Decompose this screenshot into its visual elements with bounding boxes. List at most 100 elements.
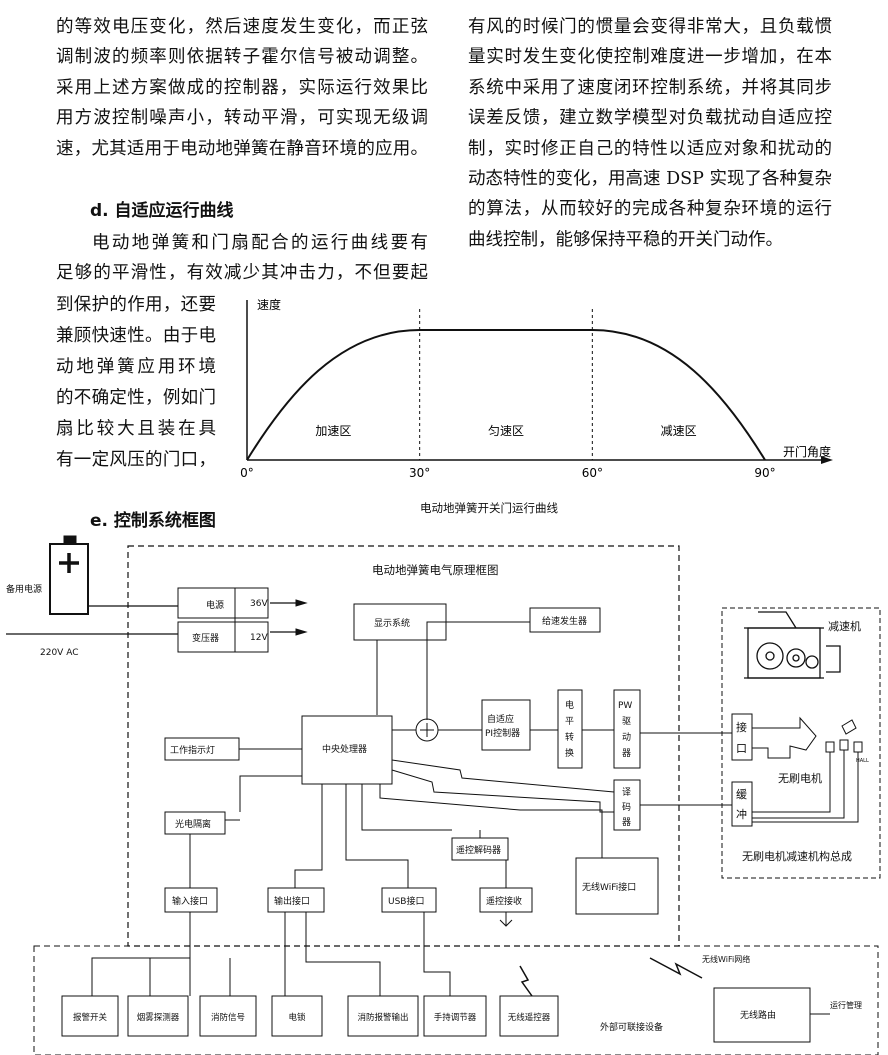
- left-p1-line: 的等效电压变化，然后速度发生变化，而正弦: [56, 17, 428, 37]
- usb-interface-label: USB接口: [388, 895, 424, 907]
- right-p-line: 有风的时候门的惯量会变得非常大，且负载惯: [468, 17, 832, 37]
- left-narrow-line: 兼顾快速性。由于电: [56, 326, 216, 346]
- pwm-driver-label: PW 驱 动 器: [618, 701, 635, 759]
- heading-adaptive-curve: d. 自适应运行曲线: [90, 201, 234, 221]
- reducer-label: 减速机: [828, 619, 861, 633]
- heading-control-diagram: e. 控制系统框图: [90, 511, 216, 531]
- interface-label: 接 口: [736, 721, 751, 755]
- control-block-diagram: 电动地弹簧电气原理框图 备用电源 220V AC 电源 变压器 36V 12V …: [6, 535, 881, 1055]
- left-p1-line: 用方波控制噪声小，转动平滑，可实现无级调: [56, 108, 428, 129]
- left-narrow-line: 扇比较大且装在具: [56, 419, 216, 439]
- optocoupler-block: [164, 811, 226, 835]
- optocoupler-label: 光电隔离: [175, 818, 211, 830]
- left-narrow-line: 动地弹簧应用环境: [56, 357, 216, 377]
- bldc-label: 无刷电机: [778, 771, 822, 785]
- motor-icon: [752, 716, 817, 759]
- display-label: 显示系统: [374, 617, 410, 629]
- pwm-driver-block: [613, 689, 641, 769]
- adaptive-pi-block: [481, 699, 531, 751]
- transformer-label: 变压器: [192, 632, 219, 644]
- motor-assembly-frame: [721, 607, 881, 879]
- rc-decoder-label: 遥控解码器: [456, 844, 501, 856]
- output-interface-label: 输出接口: [274, 895, 310, 907]
- left-narrow-line: 到保护的作用，还要: [56, 295, 216, 315]
- external-device-box: [271, 995, 323, 1037]
- left-p2-line: 电动地弹簧和门扇配合的运行曲线要有: [92, 233, 428, 253]
- external-devices-frame: [33, 945, 879, 1055]
- external-device-box: [423, 995, 487, 1037]
- v12-label: 12V: [250, 633, 268, 643]
- adaptive-pi-label: 自适应 PI控制器: [485, 713, 520, 739]
- right-p-line: 量实时发生变化使控制难度进一步增加，在本: [468, 47, 832, 68]
- external-device-label: 报警开关: [73, 1012, 108, 1023]
- gear-reducer-icon: [744, 611, 841, 679]
- speed-gen-label: 给速发生器: [542, 615, 587, 627]
- chart-x-arrow: [821, 456, 833, 464]
- external-device-box: [61, 995, 119, 1037]
- left-p2-line: 足够的平滑性，有效减少其冲击力，不但要起: [56, 263, 428, 284]
- wifi-interface-label: 无线WiFi接口: [582, 881, 636, 893]
- wireless-signal-icon: [519, 965, 533, 997]
- diagram-frame: [127, 545, 680, 947]
- external-device-label: 无线遥控器: [508, 1012, 551, 1023]
- chart-x-label: 开门角度: [783, 444, 831, 459]
- router-block: [713, 987, 811, 1043]
- right-paragraph: 有风的时候门的惯量会变得非常大，且负载惯量实时发生变化使控制难度进一步增加，在本…: [468, 12, 832, 255]
- external-device-label: 消防信号: [211, 1012, 245, 1023]
- left-narrow-line: 有一定风压的门口，: [56, 450, 216, 470]
- left-narrow-text: 到保护的作用，还要兼顾快速性。由于电动地弹簧应用环境的不确定性，例如门扇比较大且…: [56, 290, 216, 476]
- right-p-line: 的算法，从而较好的完成各种复杂环境的运行: [468, 199, 832, 220]
- buffer-label: 缓 冲: [736, 788, 751, 821]
- work-light-label: 工作指示灯: [170, 744, 215, 756]
- external-device-label: 烟雾探测器: [137, 1012, 180, 1023]
- right-p-line: 制，实时修正自己的特性以适应对象和扰动的: [468, 138, 832, 159]
- power-block: [177, 587, 269, 619]
- chart-y-label: 速度: [257, 297, 281, 312]
- diagram-title: 电动地弹簧电气原理框图: [372, 563, 499, 577]
- external-device-label: 电锁: [288, 1012, 306, 1023]
- input-interface-block: [164, 887, 218, 913]
- v36-label: 36V: [250, 599, 268, 609]
- chart-zone-label: 加速区: [315, 424, 351, 438]
- left-paragraph-2: 电动地弹簧和门扇配合的运行曲线要有足够的平滑性，有效减少其冲击力，不但要起: [56, 228, 428, 289]
- hall-sensor-icon: [752, 719, 863, 823]
- level-shift-label: 电 平 转 换: [565, 699, 577, 759]
- left-p1-line: 采用上述方案做成的控制器，实际运行效果比: [56, 77, 428, 98]
- right-p-line: 系统中采用了速度闭环控制系统，并将其同步: [468, 77, 832, 98]
- wifi-signal-icon: [649, 957, 703, 979]
- wifi-interface-block: [575, 857, 659, 915]
- chart-zone-label: 匀速区: [488, 424, 524, 438]
- interface-block: [731, 713, 753, 761]
- chart-caption: 电动地弹簧开关门运行曲线: [420, 501, 558, 515]
- left-p1-line: 速，尤其适用于电动地弹簧在静音环境的应用。: [56, 138, 428, 159]
- chart-x-tick-label: 60°: [582, 466, 603, 480]
- external-device-box: [127, 995, 189, 1037]
- backup-power-label: 备用电源: [6, 583, 42, 595]
- decoder-label: 译 码 器: [622, 787, 634, 828]
- assembly-label: 无刷电机减速机构总成: [742, 849, 852, 863]
- input-interface-label: 输入接口: [172, 895, 208, 907]
- transformer-block: [177, 621, 269, 653]
- wifi-network-label: 无线WiFi网络: [702, 954, 750, 964]
- chart-x-tick-label: 90°: [754, 466, 775, 480]
- right-p-line: 误差反馈，建立数学模型对负载扰动自适应控: [468, 108, 832, 129]
- rc-receiver-label: 遥控接收: [486, 895, 522, 907]
- right-p-line: 曲线控制，能够保持平稳的开关门动作。: [468, 229, 783, 250]
- external-device-label: 手持调节器: [434, 1012, 477, 1023]
- external-device-box: [499, 995, 559, 1037]
- level-shift-block: [557, 689, 583, 769]
- motion-curve-chart: 速度 开门角度 加速区匀速区减速区 0°30°60°90°: [240, 297, 833, 480]
- cpu-label: 中央处理器: [322, 743, 367, 755]
- external-device-box: [199, 995, 257, 1037]
- chart-zone-label: 减速区: [661, 424, 697, 438]
- hall-label: HALL: [856, 758, 869, 764]
- cpu-block: [301, 715, 393, 785]
- antenna-icon: [499, 912, 513, 927]
- external-device-label: 消防报警输出: [357, 1012, 408, 1023]
- left-p1-line: 调制波的频率则依据转子霍尔信号被动调整。: [56, 47, 428, 68]
- output-interface-block: [267, 887, 325, 913]
- external-device-box: [347, 995, 419, 1037]
- chart-series-line: [246, 329, 766, 461]
- right-p-line: 动态特性的变化，用高速 DSP 实现了各种复杂: [468, 169, 832, 190]
- left-paragraph-1: 的等效电压变化，然后速度发生变化，而正弦调制波的频率则依据转子霍尔信号被动调整。…: [56, 12, 428, 164]
